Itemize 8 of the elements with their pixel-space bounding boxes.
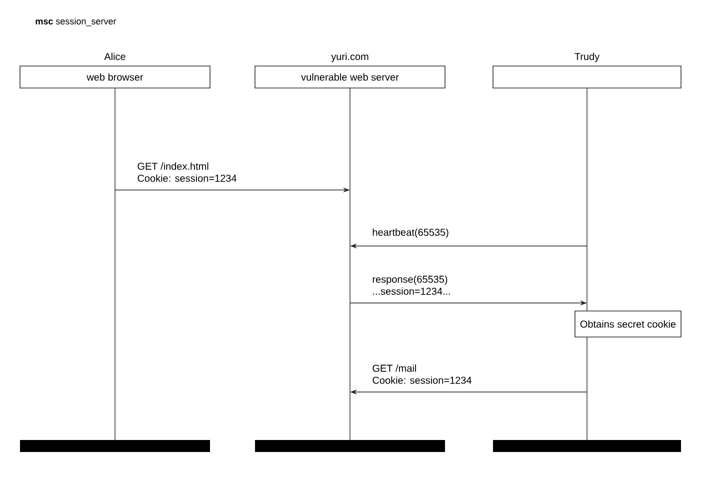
- edge-label: GET /index.html Cookie: session=1234: [138, 162, 236, 182]
- edge-label: GET /mail Cookie: session=1234: [372, 364, 472, 384]
- edge-label: heartbeat(65535): [372, 228, 448, 238]
- edge-label: response(65535) ...session=1234...: [372, 275, 450, 295]
- diagram-title: msc session_server: [36, 18, 116, 26]
- instance-box: Trudy: [492, 52, 682, 88]
- instance-box: yuri.com vulnerable web server: [254, 52, 446, 88]
- instance-box: Alice web browser: [20, 52, 210, 88]
